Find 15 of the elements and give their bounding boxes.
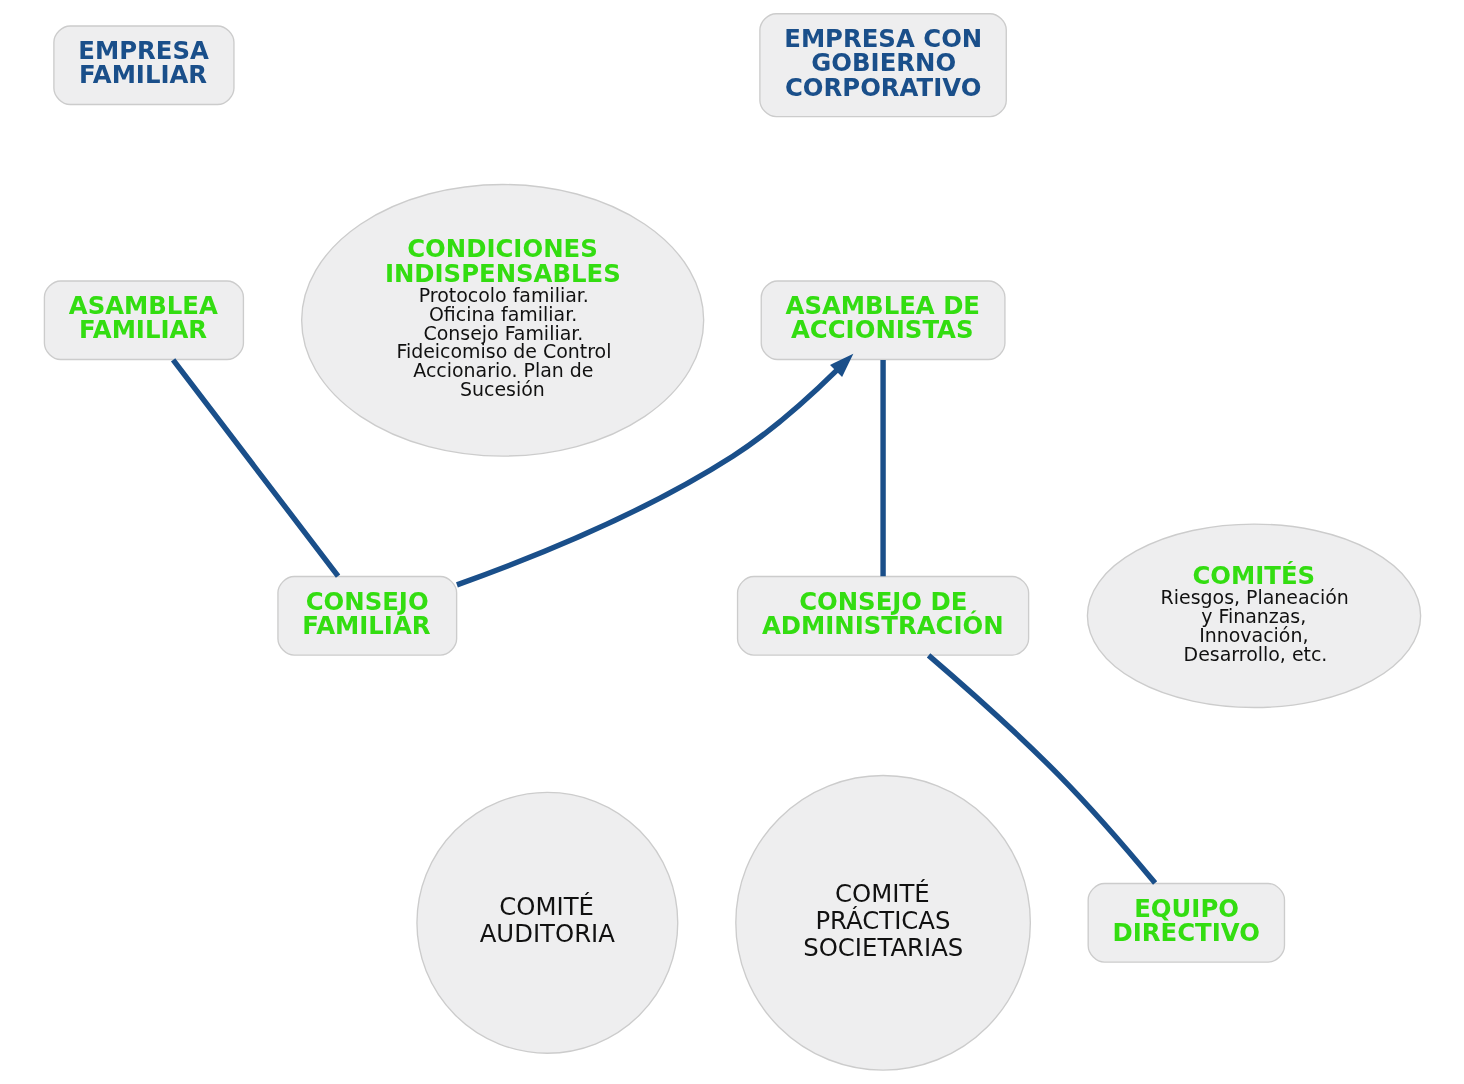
node-circle: COMITÉ AUDITORIA — [415, 791, 678, 1054]
node-box: CONSEJO DE ADMINISTRACIÓN — [736, 575, 1029, 656]
node-ellipse: COMITÉS Riesgos, Planeación y Finanzas, Innovación, Desarrollo, etc. — [1086, 523, 1421, 709]
connector — [926, 653, 1157, 885]
node-box: ASAMBLEA FAMILIAR — [43, 280, 244, 361]
node-circle: COMITÉ PRÁCTICAS SOCIETARIAS — [734, 774, 1031, 1071]
connector — [170, 358, 340, 578]
node-box: ASAMBLEA DE ACCIONISTAS — [760, 280, 1006, 361]
node-box: EQUIPO DIRECTIVO — [1087, 882, 1285, 963]
node-ellipse: CONDICIONES INDISPENSABLES Protocolo familiar. Oficina familiar. Consejo Familiar. Fideicomiso de Control Accionario. Plan de Sucesión — [300, 183, 704, 457]
connector — [879, 359, 886, 577]
node-box: CONSEJO FAMILIAR — [276, 575, 457, 656]
arrow — [455, 353, 853, 588]
node-box: EMPRESA CON GOBIERNO CORPORATIVO — [758, 13, 1007, 118]
node-box: EMPRESA FAMILIAR — [52, 25, 235, 106]
